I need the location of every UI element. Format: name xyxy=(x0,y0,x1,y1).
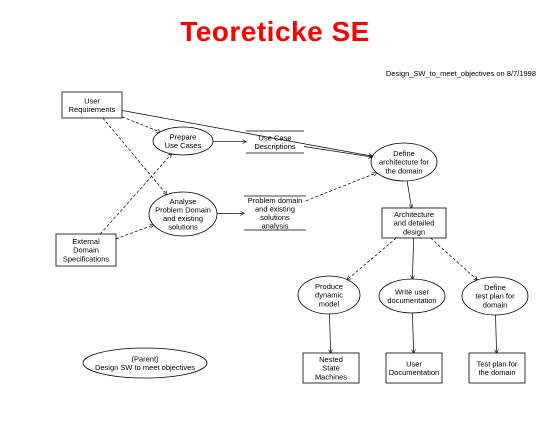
node-label: Analyse xyxy=(170,197,197,206)
node-label: Documentation xyxy=(389,368,439,377)
node-label: and existing xyxy=(163,214,203,223)
edges-layer xyxy=(99,110,497,353)
node-label: Define xyxy=(484,283,506,292)
edge-arch-design-to-define-test xyxy=(430,237,478,280)
node-label: Nested xyxy=(319,355,343,364)
node-label: (Parent) xyxy=(131,354,159,363)
diagram-caption: Design_SW_to_meet_objectives on 8/7/1998 xyxy=(386,69,536,78)
node-label: Specifications xyxy=(63,254,110,263)
slide-title: Teoreticke SE xyxy=(180,16,370,47)
edge-define-test-to-test-plan xyxy=(496,314,497,353)
node-label: the domain xyxy=(478,368,515,377)
node-box xyxy=(302,352,360,384)
node-label: External xyxy=(72,237,100,246)
edge-ext-domain-to-prepare-uc xyxy=(99,154,171,235)
edge-problem-domain-to-define-arch xyxy=(305,173,377,202)
edge-define-arch-to-arch-design xyxy=(406,180,411,208)
edge-arch-design-to-produce-sm xyxy=(347,237,397,280)
edge-user-req-to-analyse xyxy=(102,117,167,195)
node-label: model xyxy=(319,299,340,308)
node-label: User xyxy=(406,359,422,368)
node-label: documentation xyxy=(387,296,436,305)
node-label: Domain xyxy=(73,246,99,255)
node-ellipse xyxy=(152,126,214,156)
node-label: Problem domain xyxy=(248,196,303,205)
node-label: solutions xyxy=(260,213,290,222)
node-label: analysis xyxy=(261,222,288,231)
edge-ext-domain-to-analyse xyxy=(115,225,154,240)
node-ellipse xyxy=(297,275,361,315)
node-label: Problem Domain xyxy=(155,205,211,214)
node-box xyxy=(381,207,447,239)
node-label: User xyxy=(84,96,100,105)
node-ellipse xyxy=(148,191,218,237)
edge-write-doc-to-user-doc xyxy=(412,312,413,353)
node-label: Prepare xyxy=(170,132,197,141)
node-ellipse xyxy=(370,142,438,182)
node-label: Produce xyxy=(315,282,343,291)
node-label: test plan for xyxy=(475,292,515,301)
node-label: design xyxy=(403,227,425,236)
node-box xyxy=(468,352,526,384)
node-label: Test plan for xyxy=(477,359,518,368)
node-label: domain xyxy=(483,300,508,309)
node-label: and detailed xyxy=(394,219,435,228)
node-label: and existing xyxy=(255,204,295,213)
node-ellipse xyxy=(82,347,208,379)
edge-uc-desc-to-define-arch xyxy=(303,146,372,157)
node-ellipse xyxy=(461,276,529,316)
edge-user-req-to-prepare-uc xyxy=(121,116,160,132)
edge-produce-sm-to-nested-sm xyxy=(330,313,331,353)
node-label: State xyxy=(322,364,340,373)
node-label: Design SW to meet objectives xyxy=(95,363,195,372)
node-box xyxy=(385,352,443,384)
node-label: architecture for xyxy=(379,158,430,167)
node-ellipse xyxy=(378,278,446,314)
node-box xyxy=(55,233,117,267)
node-label: Descriptions xyxy=(254,142,296,151)
node-label: dynamic xyxy=(315,291,343,300)
node-label: Define xyxy=(393,149,415,158)
node-label: solutions xyxy=(168,223,198,232)
node-label: Use Case xyxy=(259,133,292,142)
node-label: Requirements xyxy=(69,105,116,114)
node-parent: (Parent)Design SW to meet objectives xyxy=(82,347,208,379)
edge-user-req-to-define-arch xyxy=(121,110,373,156)
node-label: Write user xyxy=(395,287,430,296)
edge-arch-design-to-write-doc xyxy=(412,237,413,279)
node-label: Machines xyxy=(315,372,347,381)
node-box xyxy=(61,91,123,119)
node-label: Architecture xyxy=(394,210,434,219)
node-label: Use Cases xyxy=(165,141,202,150)
node-label: the domain xyxy=(385,166,422,175)
